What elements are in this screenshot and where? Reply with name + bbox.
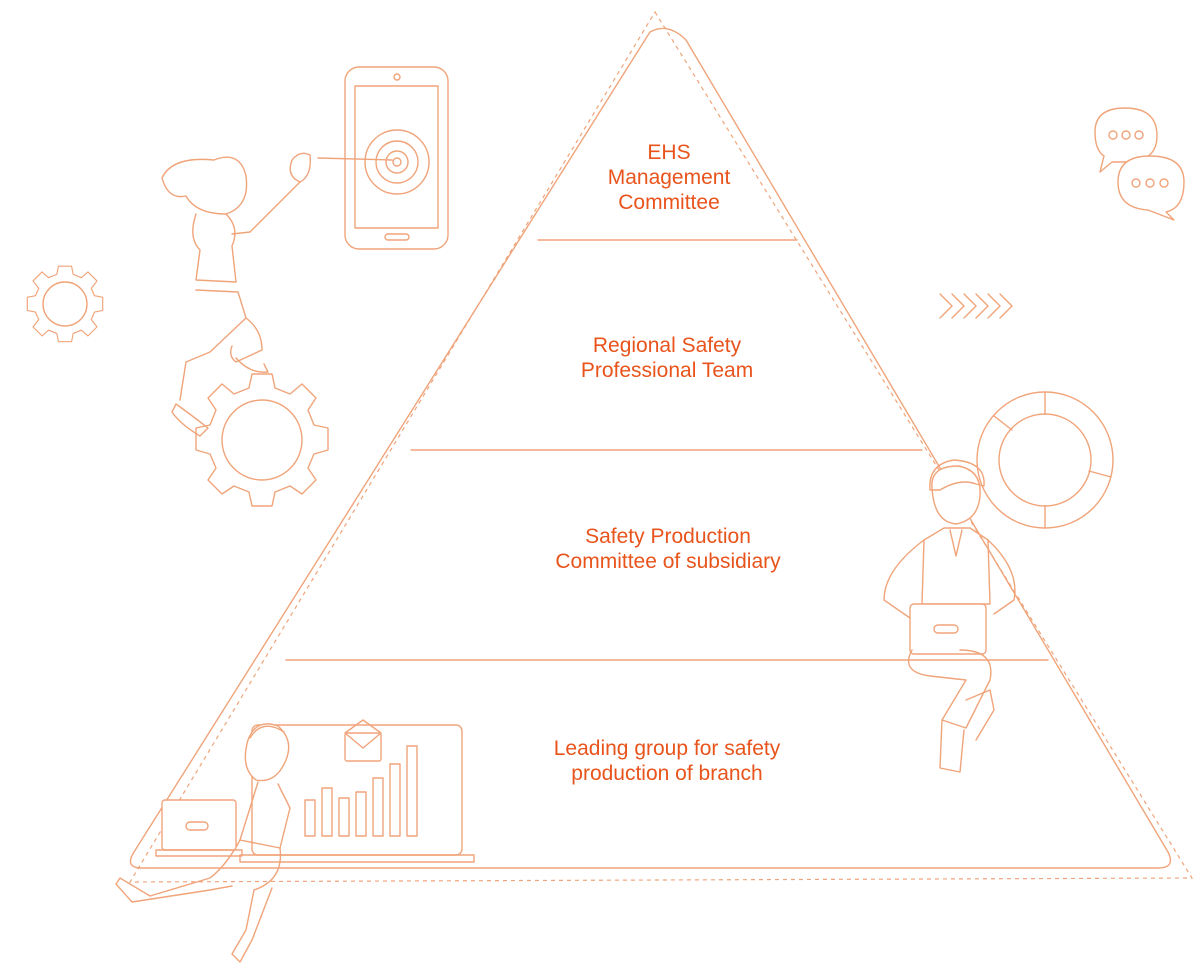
tier-label-ehs: EHS Management Committee [607,141,731,215]
pyramid-outline [129,27,1172,869]
woman-figure-top [161,152,393,437]
donut-chart-icon [976,391,1114,529]
woman-figure-bottom [115,723,291,963]
chat-bubbles-icon [1094,107,1185,221]
double-chevron-arrows-icon [939,293,1013,319]
tier-label-regional: Regional Safety Professional Team [580,334,754,383]
gear-icon [195,373,329,507]
tier-label-branch: Leading group for safety production of b… [553,737,781,786]
man-figure-right [883,459,1016,773]
laptop-bar-chart-icon [239,724,475,863]
tier-label-subsidiary: Safety Production Committee of subsidiar… [555,525,781,574]
smartphone-target-icon [344,66,449,250]
gear-icon [26,265,104,343]
envelope-icon [344,719,382,762]
